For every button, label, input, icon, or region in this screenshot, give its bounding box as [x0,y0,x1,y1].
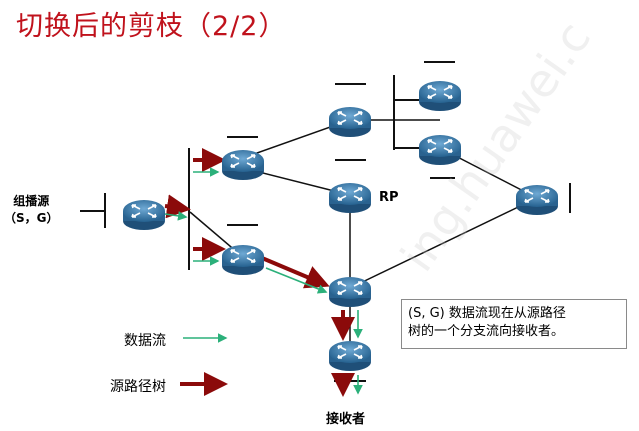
legend-data-flow: 数据流 [124,333,166,349]
router-icon [418,80,462,112]
spt-flows [164,148,355,397]
router-icon [515,184,559,216]
flow-arrow-src [164,211,188,221]
router-icon [328,182,372,214]
router-icon [221,149,265,181]
router-icon [122,199,166,231]
link-r4-r8 [349,197,538,289]
legend-spt: 源路径树 [110,379,166,395]
note-line2: 树的一个分支流向接收者。 [408,324,565,339]
rp-label: RP [379,190,399,205]
router-icon [328,340,372,372]
source-label-line2: （S，G） [4,211,59,225]
note-line1: (S, G) 数据流现在从源路径 [408,306,566,321]
flow-arrow-r3-r4 [265,267,328,294]
source-label-line1: 组播源 [13,194,50,208]
router-icon [328,276,372,308]
note-box: (S, G) 数据流现在从源路径 树的一个分支流向接收者。 [401,299,627,349]
router-icon [328,106,372,138]
spt-arrow-r3-r4 [261,256,330,289]
router-icon [418,134,462,166]
data-flows [164,167,363,395]
page-title: 切换后的剪枝（2/2） [16,11,287,42]
receiver-label: 接收者 [326,412,366,427]
router-icon [221,244,265,276]
source-label: 组播源 （S，G） [4,193,59,227]
spt-arrow-src [164,194,191,219]
